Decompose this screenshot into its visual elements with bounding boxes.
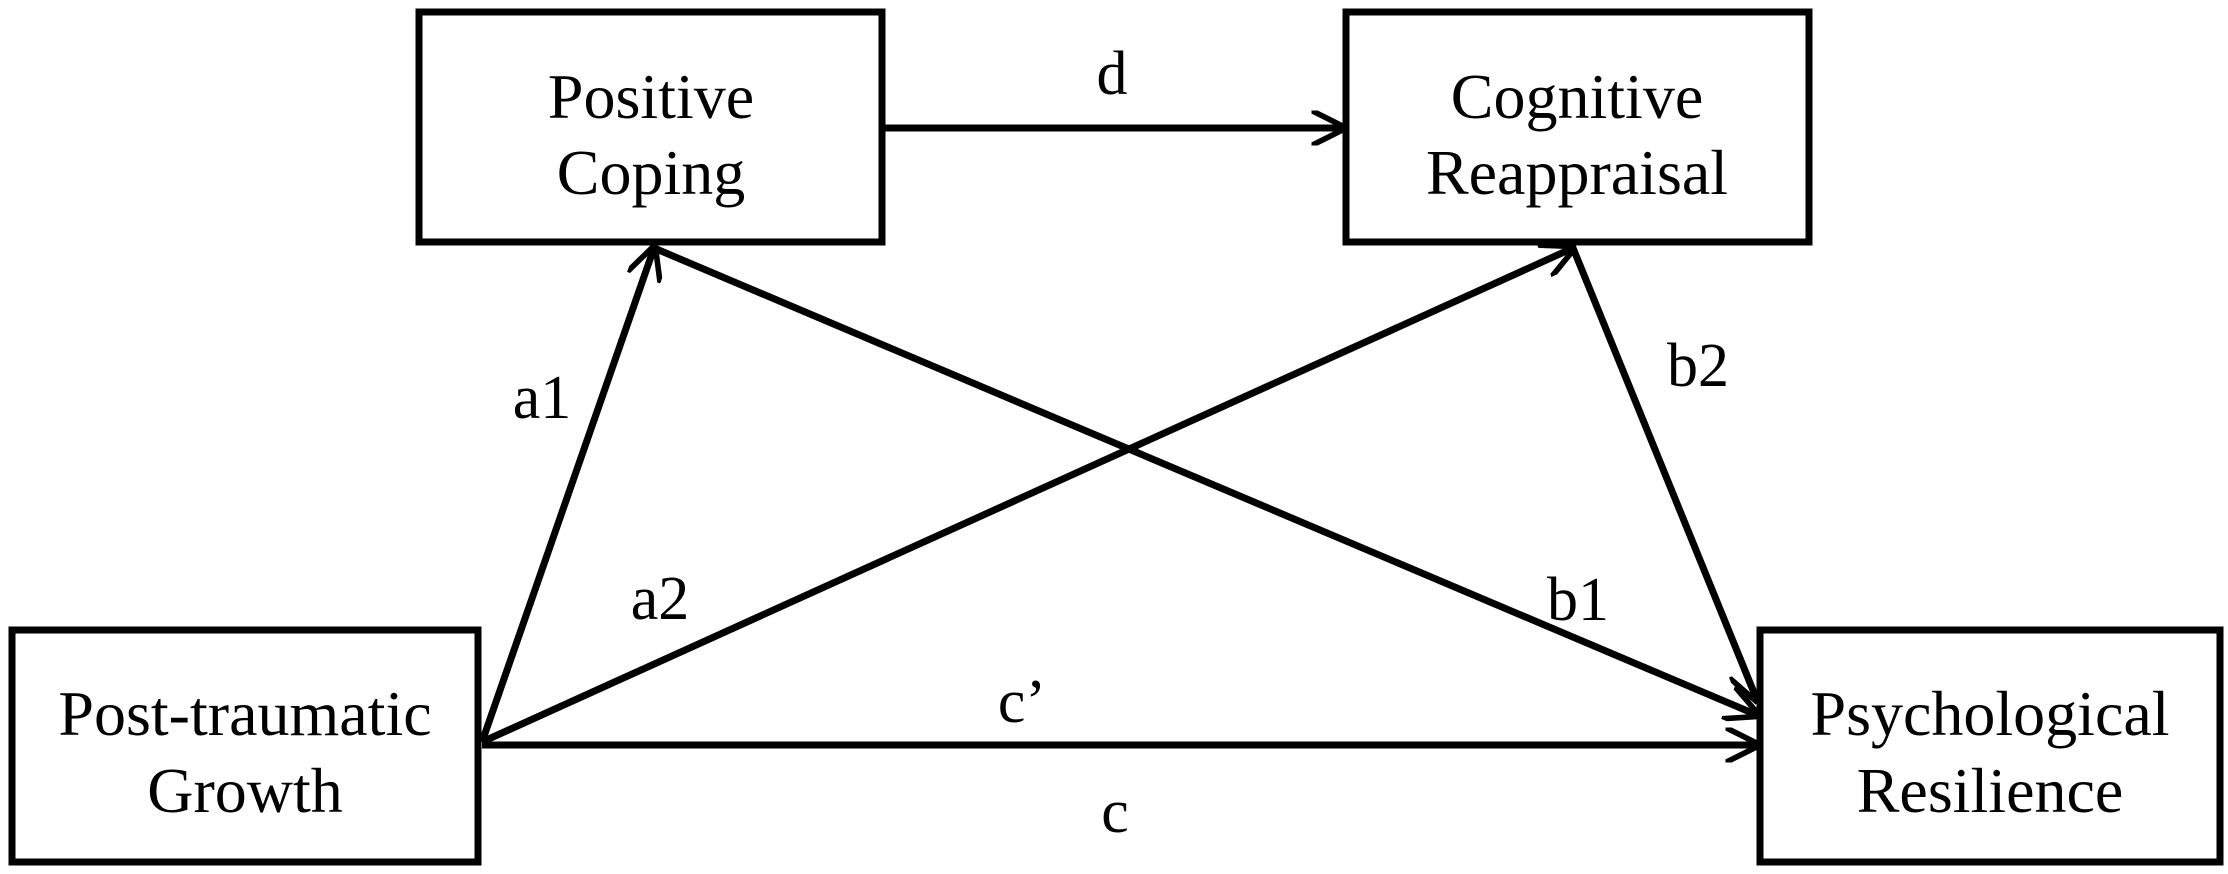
edge-b1 (652, 244, 1757, 715)
node-positive-coping: Positive Coping (415, 8, 886, 246)
edge-label-a2: a2 (631, 565, 690, 633)
edge-label-b1: b1 (1547, 566, 1609, 634)
node-post-traumatic-growth-line2: Growth (147, 755, 343, 826)
edge-a1 (478, 248, 654, 744)
node-post-traumatic-growth: Post-traumatic Growth (8, 626, 482, 866)
node-post-traumatic-growth-line1: Post-traumatic (58, 678, 431, 749)
node-cognitive-reappraisal-line2: Reappraisal (1426, 137, 1728, 208)
node-psychological-resilience: Psychological Resilience (1756, 626, 2224, 866)
node-positive-coping-line1: Positive (548, 61, 754, 132)
node-psychological-resilience-line1: Psychological (1810, 678, 2169, 749)
edge-label-c-prime: c’ (998, 668, 1046, 736)
edge-label-a1: a1 (513, 364, 572, 432)
edge-label-b2: b2 (1667, 332, 1729, 400)
edge-a2 (480, 248, 1573, 746)
edge-label-c: c (1101, 778, 1129, 846)
node-cognitive-reappraisal-line1: Cognitive (1451, 61, 1703, 132)
node-cognitive-reappraisal: Cognitive Reappraisal (1342, 8, 1813, 246)
edge-label-d: d (1097, 40, 1128, 108)
node-positive-coping-line2: Coping (557, 137, 745, 208)
edge-b2 (1569, 246, 1757, 700)
node-psychological-resilience-line2: Resilience (1857, 755, 2124, 826)
